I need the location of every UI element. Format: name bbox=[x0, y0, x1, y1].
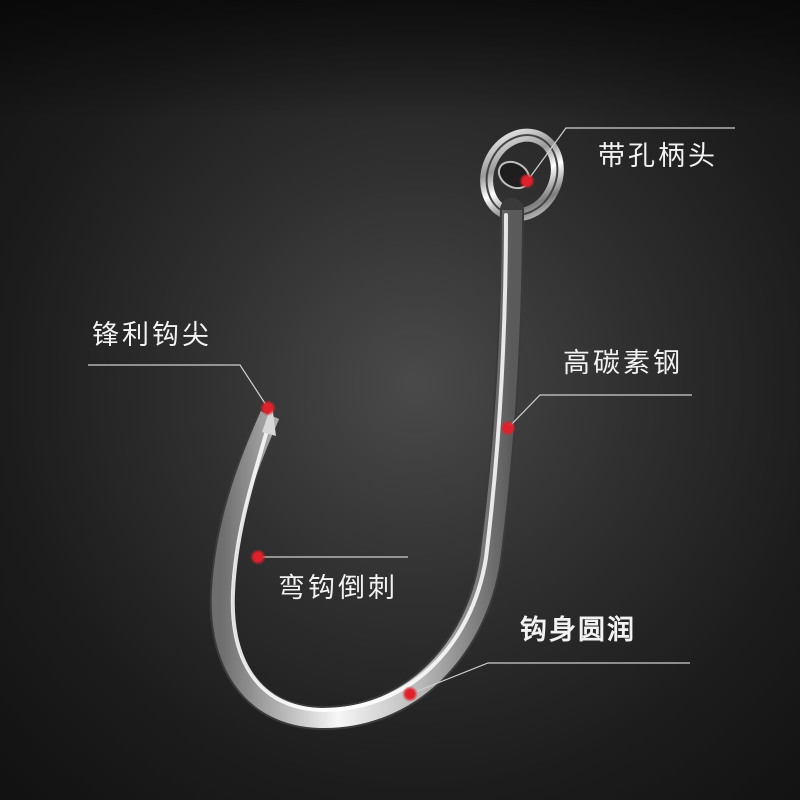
leader-lines bbox=[88, 127, 735, 695]
label-point: 锋利钩尖 bbox=[92, 320, 212, 351]
hook-body bbox=[209, 198, 524, 731]
label-eye: 带孔柄头 bbox=[598, 141, 718, 172]
vignette bbox=[0, 0, 800, 120]
leader-line-point bbox=[88, 364, 269, 409]
leader-line-body bbox=[409, 662, 690, 695]
leader-line-material bbox=[507, 394, 692, 429]
markers bbox=[250, 173, 535, 702]
label-barb: 弯钩倒刺 bbox=[278, 573, 398, 604]
label-body: 钩身圆润 bbox=[520, 615, 636, 646]
leader-line-eye bbox=[527, 127, 735, 181]
label-material: 高碳素钢 bbox=[563, 348, 683, 379]
